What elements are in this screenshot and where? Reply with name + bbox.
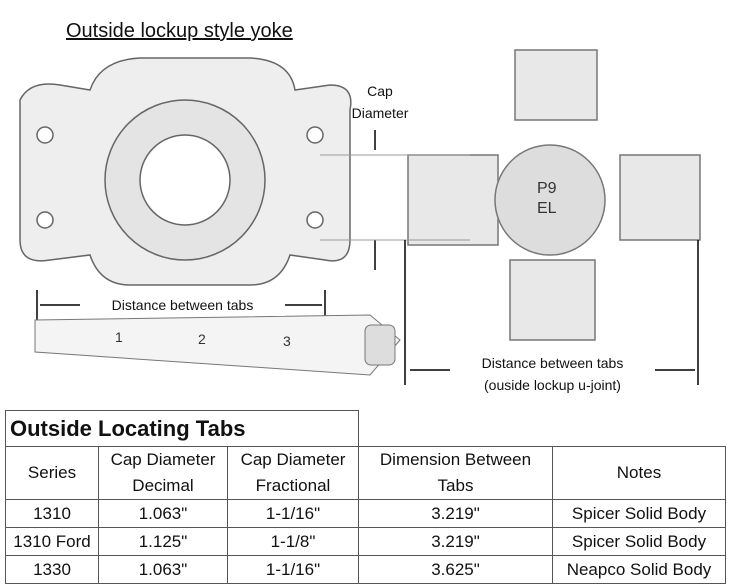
table-title-row: Outside Locating Tabs — [5, 410, 726, 447]
dimension-lines — [36, 130, 699, 385]
stamp-text-1: P9 — [537, 180, 557, 197]
cell-fractional: 1-1/16" — [227, 555, 359, 584]
table-title: Outside Locating Tabs — [5, 410, 359, 447]
stamp-text-2: EL — [537, 200, 557, 217]
cell-decimal: 1.063" — [98, 499, 228, 528]
cell-notes: Spicer Solid Body — [552, 499, 726, 528]
cell-dimension: 3.625" — [358, 555, 553, 584]
header-notes: Notes — [552, 446, 726, 500]
header-text: Decimal — [132, 476, 194, 495]
cap-diameter-label: Cap Diameter — [340, 80, 420, 124]
ujoint-label-line1: Distance between tabs — [481, 355, 624, 371]
cell-notes: Neapco Solid Body — [552, 555, 726, 584]
cell-series: 1330 — [5, 555, 99, 584]
header-text: Dimension Between — [379, 450, 532, 469]
distance-between-tabs-label: Distance between tabs — [80, 294, 285, 316]
cell-dimension: 3.219" — [358, 499, 553, 528]
cell-series: 1310 — [5, 499, 99, 528]
ruler — [34, 314, 401, 376]
cap-label-line1: Cap — [367, 83, 393, 99]
header-text: Cap Diameter — [240, 450, 346, 469]
header-text: Series — [27, 463, 77, 482]
header-text: Notes — [616, 463, 662, 482]
cell-decimal: 1.125" — [98, 527, 228, 556]
yoke-drawing — [19, 57, 352, 286]
header-series: Series — [5, 446, 99, 500]
ruler-mark-3: 3 — [283, 333, 291, 349]
ujoint-distance-label: Distance between tabs (ouside lockup u-j… — [450, 352, 655, 396]
locating-tabs-table: Outside Locating Tabs Series Cap Diamete… — [5, 410, 726, 584]
cell-decimal: 1.063" — [98, 555, 228, 584]
header-text: Tabs — [437, 476, 474, 495]
ruler-mark-1: 1 — [115, 329, 123, 345]
ruler-mark-2: 2 — [198, 331, 206, 347]
cell-dimension: 3.219" — [358, 527, 553, 556]
header-text: Cap Diameter — [110, 450, 216, 469]
yoke-ujoint-sketch: P9 EL 1 2 3 — [19, 49, 701, 385]
empty-cell — [552, 410, 726, 447]
cap-label-line2: Diameter — [351, 105, 409, 121]
ujoint-drawing — [407, 49, 701, 341]
header-text: Fractional — [255, 476, 331, 495]
cell-fractional: 1-1/8" — [227, 527, 359, 556]
ujoint-label-line2: (ouside lockup u-joint) — [484, 377, 621, 393]
empty-cell — [358, 410, 553, 447]
diagram-title: Outside lockup style yoke — [66, 20, 293, 42]
cell-notes: Spicer Solid Body — [552, 527, 726, 556]
cell-fractional: 1-1/16" — [227, 499, 359, 528]
cell-series: 1310 Ford — [5, 527, 99, 556]
